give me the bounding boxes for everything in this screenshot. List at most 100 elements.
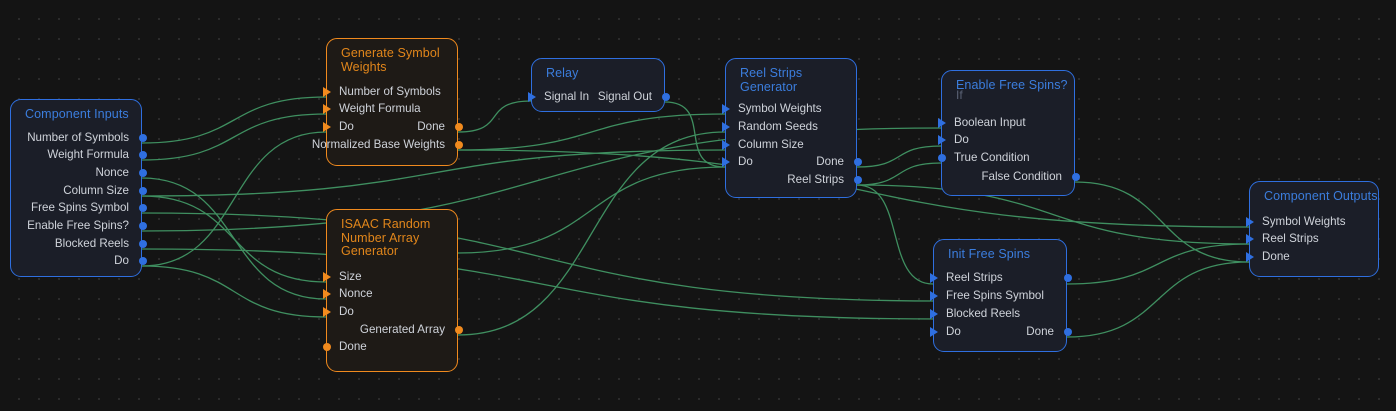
input-port[interactable] [930, 327, 938, 337]
input-port[interactable] [323, 104, 331, 114]
connection-edge[interactable] [1066, 243, 1250, 285]
input-port[interactable] [323, 122, 331, 132]
output-port[interactable] [1064, 274, 1072, 282]
output-port[interactable] [854, 176, 862, 184]
connection-edge[interactable] [457, 166, 726, 254]
node-port-row[interactable]: Signal Out [532, 90, 664, 104]
node-port-row[interactable]: Number of Symbols [11, 131, 141, 145]
connection-edge[interactable] [141, 248, 942, 320]
input-port[interactable] [1246, 217, 1254, 227]
node-port-row[interactable]: False Condition [942, 170, 1074, 184]
input-port[interactable] [323, 87, 331, 97]
node-port-row[interactable]: Nonce [327, 287, 457, 301]
output-port[interactable] [854, 158, 862, 166]
node-port-row[interactable]: Weight Formula [11, 148, 141, 162]
node-port-row[interactable]: Enable Free Spins? [11, 219, 141, 233]
output-port[interactable] [139, 222, 147, 230]
node-port-row[interactable]: Do [11, 254, 141, 268]
input-port[interactable] [930, 291, 938, 301]
node-port-row[interactable]: Normalized Base Weights [312, 138, 457, 152]
output-port[interactable] [662, 93, 670, 101]
node-port-row[interactable]: Random Seeds [726, 120, 856, 134]
input-port[interactable] [938, 118, 946, 128]
output-port[interactable] [139, 151, 147, 159]
connection-edge[interactable] [457, 113, 726, 151]
input-port[interactable] [722, 104, 730, 114]
output-port[interactable] [455, 123, 463, 131]
node-port-row[interactable]: Do [942, 133, 1074, 147]
node-port-row[interactable]: Free Spins Symbol [11, 201, 141, 215]
input-port[interactable] [930, 309, 938, 319]
input-port[interactable] [323, 307, 331, 317]
node-port-row[interactable]: Column Size [11, 184, 141, 198]
node-port-row[interactable]: Column Size [726, 138, 856, 152]
connection-edge[interactable] [664, 101, 726, 168]
input-port[interactable] [528, 92, 536, 102]
output-port[interactable] [455, 141, 463, 149]
node-port-row[interactable]: Reel Strips [726, 173, 856, 187]
input-port[interactable] [1246, 234, 1254, 244]
node-port-row[interactable]: Nonce [11, 166, 141, 180]
node-port-row[interactable]: Blocked Reels [934, 307, 1066, 321]
connection-edge[interactable] [141, 113, 327, 161]
input-port[interactable] [323, 289, 331, 299]
connection-edge[interactable] [141, 212, 942, 302]
input-port[interactable] [323, 272, 331, 282]
connection-edge[interactable] [856, 184, 934, 285]
output-port[interactable] [139, 204, 147, 212]
node-port-row[interactable]: Done [1250, 250, 1378, 264]
node-port-row[interactable]: True Condition [942, 151, 1074, 165]
output-port[interactable] [139, 134, 147, 142]
node-port-row[interactable]: Symbol Weights [1250, 215, 1378, 229]
node-port-row[interactable]: Boolean Input [942, 116, 1074, 130]
node-port-row[interactable]: Done [327, 340, 457, 354]
connection-edge[interactable] [141, 96, 327, 144]
input-port[interactable] [938, 154, 946, 162]
input-port[interactable] [722, 157, 730, 167]
output-port[interactable] [139, 257, 147, 265]
node-port-row[interactable]: Signal In [532, 90, 664, 104]
node-port-row[interactable]: Symbol Weights [726, 102, 856, 116]
output-port[interactable] [139, 169, 147, 177]
node-port-row[interactable]: Generated Array [327, 323, 457, 337]
input-port[interactable] [722, 140, 730, 150]
node-port-row[interactable]: Do [327, 305, 457, 319]
connection-edge[interactable] [141, 177, 327, 300]
input-port[interactable] [722, 122, 730, 132]
node-port-row[interactable]: Do [934, 325, 1066, 339]
input-port[interactable] [930, 273, 938, 283]
input-port[interactable] [938, 135, 946, 145]
connection-edge[interactable] [1074, 181, 1250, 263]
node-port-row[interactable]: Free Spins Symbol [934, 289, 1066, 303]
connection-edge[interactable] [141, 265, 327, 318]
output-port[interactable] [1064, 328, 1072, 336]
node-port-row[interactable]: Blocked Reels [11, 237, 141, 251]
connection-edge[interactable] [457, 100, 532, 133]
connection-edge[interactable] [457, 131, 726, 336]
output-port[interactable] [1072, 173, 1080, 181]
input-port[interactable] [1246, 252, 1254, 262]
output-port[interactable] [139, 240, 147, 248]
connection-edge[interactable] [141, 131, 327, 267]
node-port-row[interactable]: Done [934, 325, 1066, 339]
connection-edge[interactable] [856, 162, 942, 186]
node-port-row[interactable]: Reel Strips [1250, 232, 1378, 246]
output-port[interactable] [455, 326, 463, 334]
node-port-row[interactable]: Reel Strips [934, 271, 1066, 285]
node-port-row[interactable]: Done [726, 155, 856, 169]
node-port-row[interactable]: Done [327, 120, 457, 134]
connection-edge[interactable] [856, 145, 942, 168]
output-port[interactable] [139, 187, 147, 195]
connection-edge[interactable] [1066, 261, 1250, 338]
node-port-row[interactable]: Weight Formula [327, 102, 457, 116]
input-port[interactable] [323, 343, 331, 351]
